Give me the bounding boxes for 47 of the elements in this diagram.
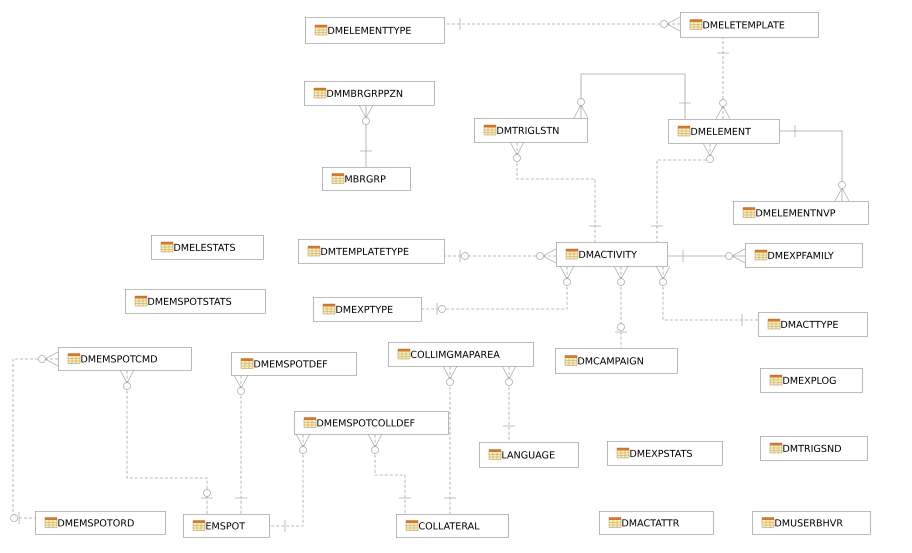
table-box: DMACTTYPE <box>758 312 868 337</box>
table-box: DMEXPTYPE <box>313 297 422 322</box>
table-box: DMTEMPLATETYPE <box>298 239 445 264</box>
table-box: DMTRIGSND <box>760 436 868 461</box>
table-box: DMEXPFAMILY <box>745 243 863 268</box>
relationship-line <box>120 370 214 514</box>
table-box: DMELETEMPLATE <box>680 12 819 38</box>
relationship-line <box>650 142 718 242</box>
table-box: DMEMSPOTCOLLDEF <box>294 411 449 435</box>
table-box: DMEMSPOTDEF <box>231 352 357 376</box>
table-box: DMEMSPOTSTATS <box>125 289 266 314</box>
table-box: DMMBRGRPPZN <box>304 81 435 106</box>
relationship-line <box>269 434 310 532</box>
table-box: LANGUAGE <box>479 442 579 468</box>
table-box: DMEXPLOG <box>760 368 863 393</box>
relationship-line <box>234 374 248 514</box>
table-box: DMCAMPAIGN <box>555 348 678 374</box>
relationship-line <box>444 248 556 264</box>
relationship-line <box>10 352 58 524</box>
table-box: DMELEMENTTYPE <box>305 17 445 44</box>
relationship-line <box>421 266 574 316</box>
table-box: DMELESTATS <box>151 235 264 260</box>
table-box: DMACTATTR <box>599 511 714 535</box>
table-box: DMELEMENTNVP <box>733 201 869 225</box>
table-box: DMEMSPOTCMD <box>58 347 192 371</box>
relationship-line <box>368 434 412 514</box>
relationship-line <box>444 16 680 32</box>
table-box: DMUSERBHVR <box>752 511 871 535</box>
table-box: COLLATERAL <box>396 514 509 538</box>
relationship-line <box>716 37 730 120</box>
table-box: DMACTIVITY <box>556 242 668 267</box>
relationship-line <box>667 248 746 264</box>
relationship-line <box>510 142 602 242</box>
table-box: DMEXPSTATS <box>607 441 723 466</box>
table-box: EMSPOT <box>183 514 270 538</box>
table-box: MBRGRP <box>322 167 411 191</box>
relationship-line <box>779 124 850 202</box>
relationship-line <box>574 74 692 120</box>
table-box: DMTRIGLSTN <box>474 118 588 143</box>
table-box: COLLIMGMAPAREA <box>388 342 534 367</box>
relationship-line <box>502 366 516 442</box>
table-box: DMELEMENT <box>668 119 780 144</box>
relationship-line <box>442 366 458 514</box>
relationship-line <box>614 266 628 348</box>
relationship-line <box>656 266 758 326</box>
relationship-line <box>358 104 374 168</box>
table-box: DMEMSPOTORD <box>35 511 166 535</box>
